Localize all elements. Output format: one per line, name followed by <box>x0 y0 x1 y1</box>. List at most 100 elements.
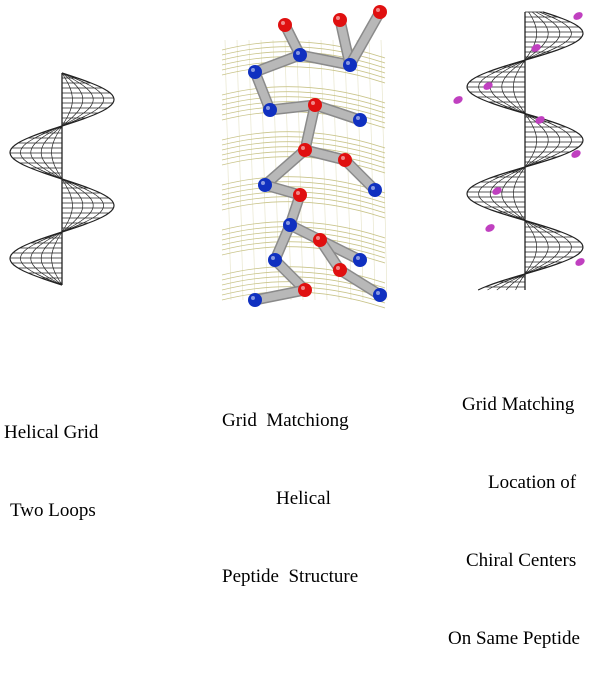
nitrogen-atom <box>248 293 262 307</box>
mesh-line <box>236 39 244 301</box>
atom-highlight <box>261 181 265 185</box>
helical-grid-chiral-centers <box>453 11 585 291</box>
bond-stick <box>261 146 309 189</box>
mesh-line <box>221 41 386 59</box>
caption-grid-matching-peptide: Grid Matchiong Helical Peptide Structure <box>222 356 358 616</box>
mesh-line <box>221 66 386 84</box>
bond-stick <box>266 101 319 114</box>
atom-highlight <box>316 236 320 240</box>
bond-stick <box>336 266 384 299</box>
grid-column <box>501 11 549 291</box>
atom-highlight <box>341 156 345 160</box>
nitrogen-atom <box>248 65 262 79</box>
mesh-line <box>221 86 386 104</box>
atom-highlight <box>251 68 255 72</box>
oxygen-atom <box>298 143 312 157</box>
nitrogen-atom <box>283 218 297 232</box>
atom-highlight <box>281 21 285 25</box>
mesh-line <box>224 39 232 301</box>
nitrogen-atom <box>368 183 382 197</box>
grid-column <box>489 11 561 291</box>
peptide-atoms <box>248 5 387 307</box>
caption-line: Two Loops <box>10 500 96 521</box>
atom-highlight <box>336 16 340 20</box>
grid-column <box>513 11 537 291</box>
nitrogen-atom <box>353 253 367 267</box>
mesh-line <box>296 39 304 301</box>
mesh-line <box>221 96 386 114</box>
oxygen-atom <box>313 233 327 247</box>
mesh-line <box>332 39 340 301</box>
oxygen-atom <box>333 13 347 27</box>
nitrogen-atom <box>343 58 357 72</box>
chiral-center-marker <box>492 187 502 195</box>
chiral-center-marker <box>575 258 585 266</box>
bond-stick <box>251 286 309 304</box>
oxygen-atom <box>278 18 292 32</box>
atom-highlight <box>301 286 305 290</box>
atom-highlight <box>271 256 275 260</box>
chiral-center-marker <box>573 12 583 20</box>
atom-highlight <box>356 256 360 260</box>
mesh-line <box>221 221 386 239</box>
mesh-line <box>308 39 316 301</box>
chiral-helical-grid <box>466 11 584 291</box>
bond-stick <box>346 8 384 69</box>
caption-line: Helical Grid <box>4 422 99 443</box>
atom-highlight <box>296 191 300 195</box>
mesh-line <box>221 131 386 149</box>
mesh-line <box>221 91 386 109</box>
nitrogen-atom <box>293 48 307 62</box>
caption-line: Helical <box>276 488 331 509</box>
mesh-line <box>221 266 386 284</box>
bond-stick <box>341 156 379 194</box>
atom-highlight <box>286 221 290 225</box>
chiral-center-marker <box>571 150 581 158</box>
atom-highlight <box>376 8 380 12</box>
oxygen-atom <box>293 188 307 202</box>
caption-line: Location of <box>488 472 577 493</box>
nitrogen-atom <box>258 178 272 192</box>
atom-highlight <box>346 61 350 65</box>
chiral-center-marker <box>483 82 493 90</box>
caption-helical-grid: Helical Grid Two Loops <box>4 368 98 550</box>
chiral-center-marker <box>485 224 495 232</box>
atom-highlight <box>296 51 300 55</box>
mesh-line <box>368 39 376 301</box>
oxygen-atom <box>298 283 312 297</box>
atom-highlight <box>311 101 315 105</box>
grid-column <box>466 11 584 291</box>
mesh-line <box>320 39 328 301</box>
oxygen-atom <box>308 98 322 112</box>
helical-grid-two-loops <box>9 72 115 286</box>
bond-stick <box>271 256 309 294</box>
caption-line: Peptide Structure <box>222 566 359 587</box>
caption-line: On Same Peptide <box>448 628 580 649</box>
grid-column <box>478 11 572 291</box>
bond-stick <box>311 101 364 124</box>
chiral-center-marker <box>535 116 545 124</box>
chiral-center-marker <box>531 44 541 52</box>
chiral-center-marker <box>453 96 463 104</box>
oxygen-atom <box>333 263 347 277</box>
caption-line: Chiral Centers <box>466 550 577 571</box>
chiral-center-markers <box>453 12 585 266</box>
bond-stick <box>251 51 304 76</box>
atom-highlight <box>266 106 270 110</box>
caption-line: Grid Matchiong <box>222 410 349 431</box>
atom-highlight <box>336 266 340 270</box>
atom-highlight <box>376 291 380 295</box>
nitrogen-atom <box>353 113 367 127</box>
bond-stick <box>301 101 319 154</box>
atom-highlight <box>251 296 255 300</box>
bond-stick <box>296 51 354 69</box>
mesh-line <box>380 39 388 301</box>
mesh-line <box>221 186 386 204</box>
mesh-line <box>248 39 256 301</box>
caption-chiral-centers: Grid Matching Location of Chiral Centers… <box>448 340 580 678</box>
atom-highlight <box>371 186 375 190</box>
helical-peptide-structure <box>221 5 388 309</box>
mesh-line <box>221 61 386 79</box>
atom-highlight <box>356 116 360 120</box>
oxygen-atom <box>338 153 352 167</box>
